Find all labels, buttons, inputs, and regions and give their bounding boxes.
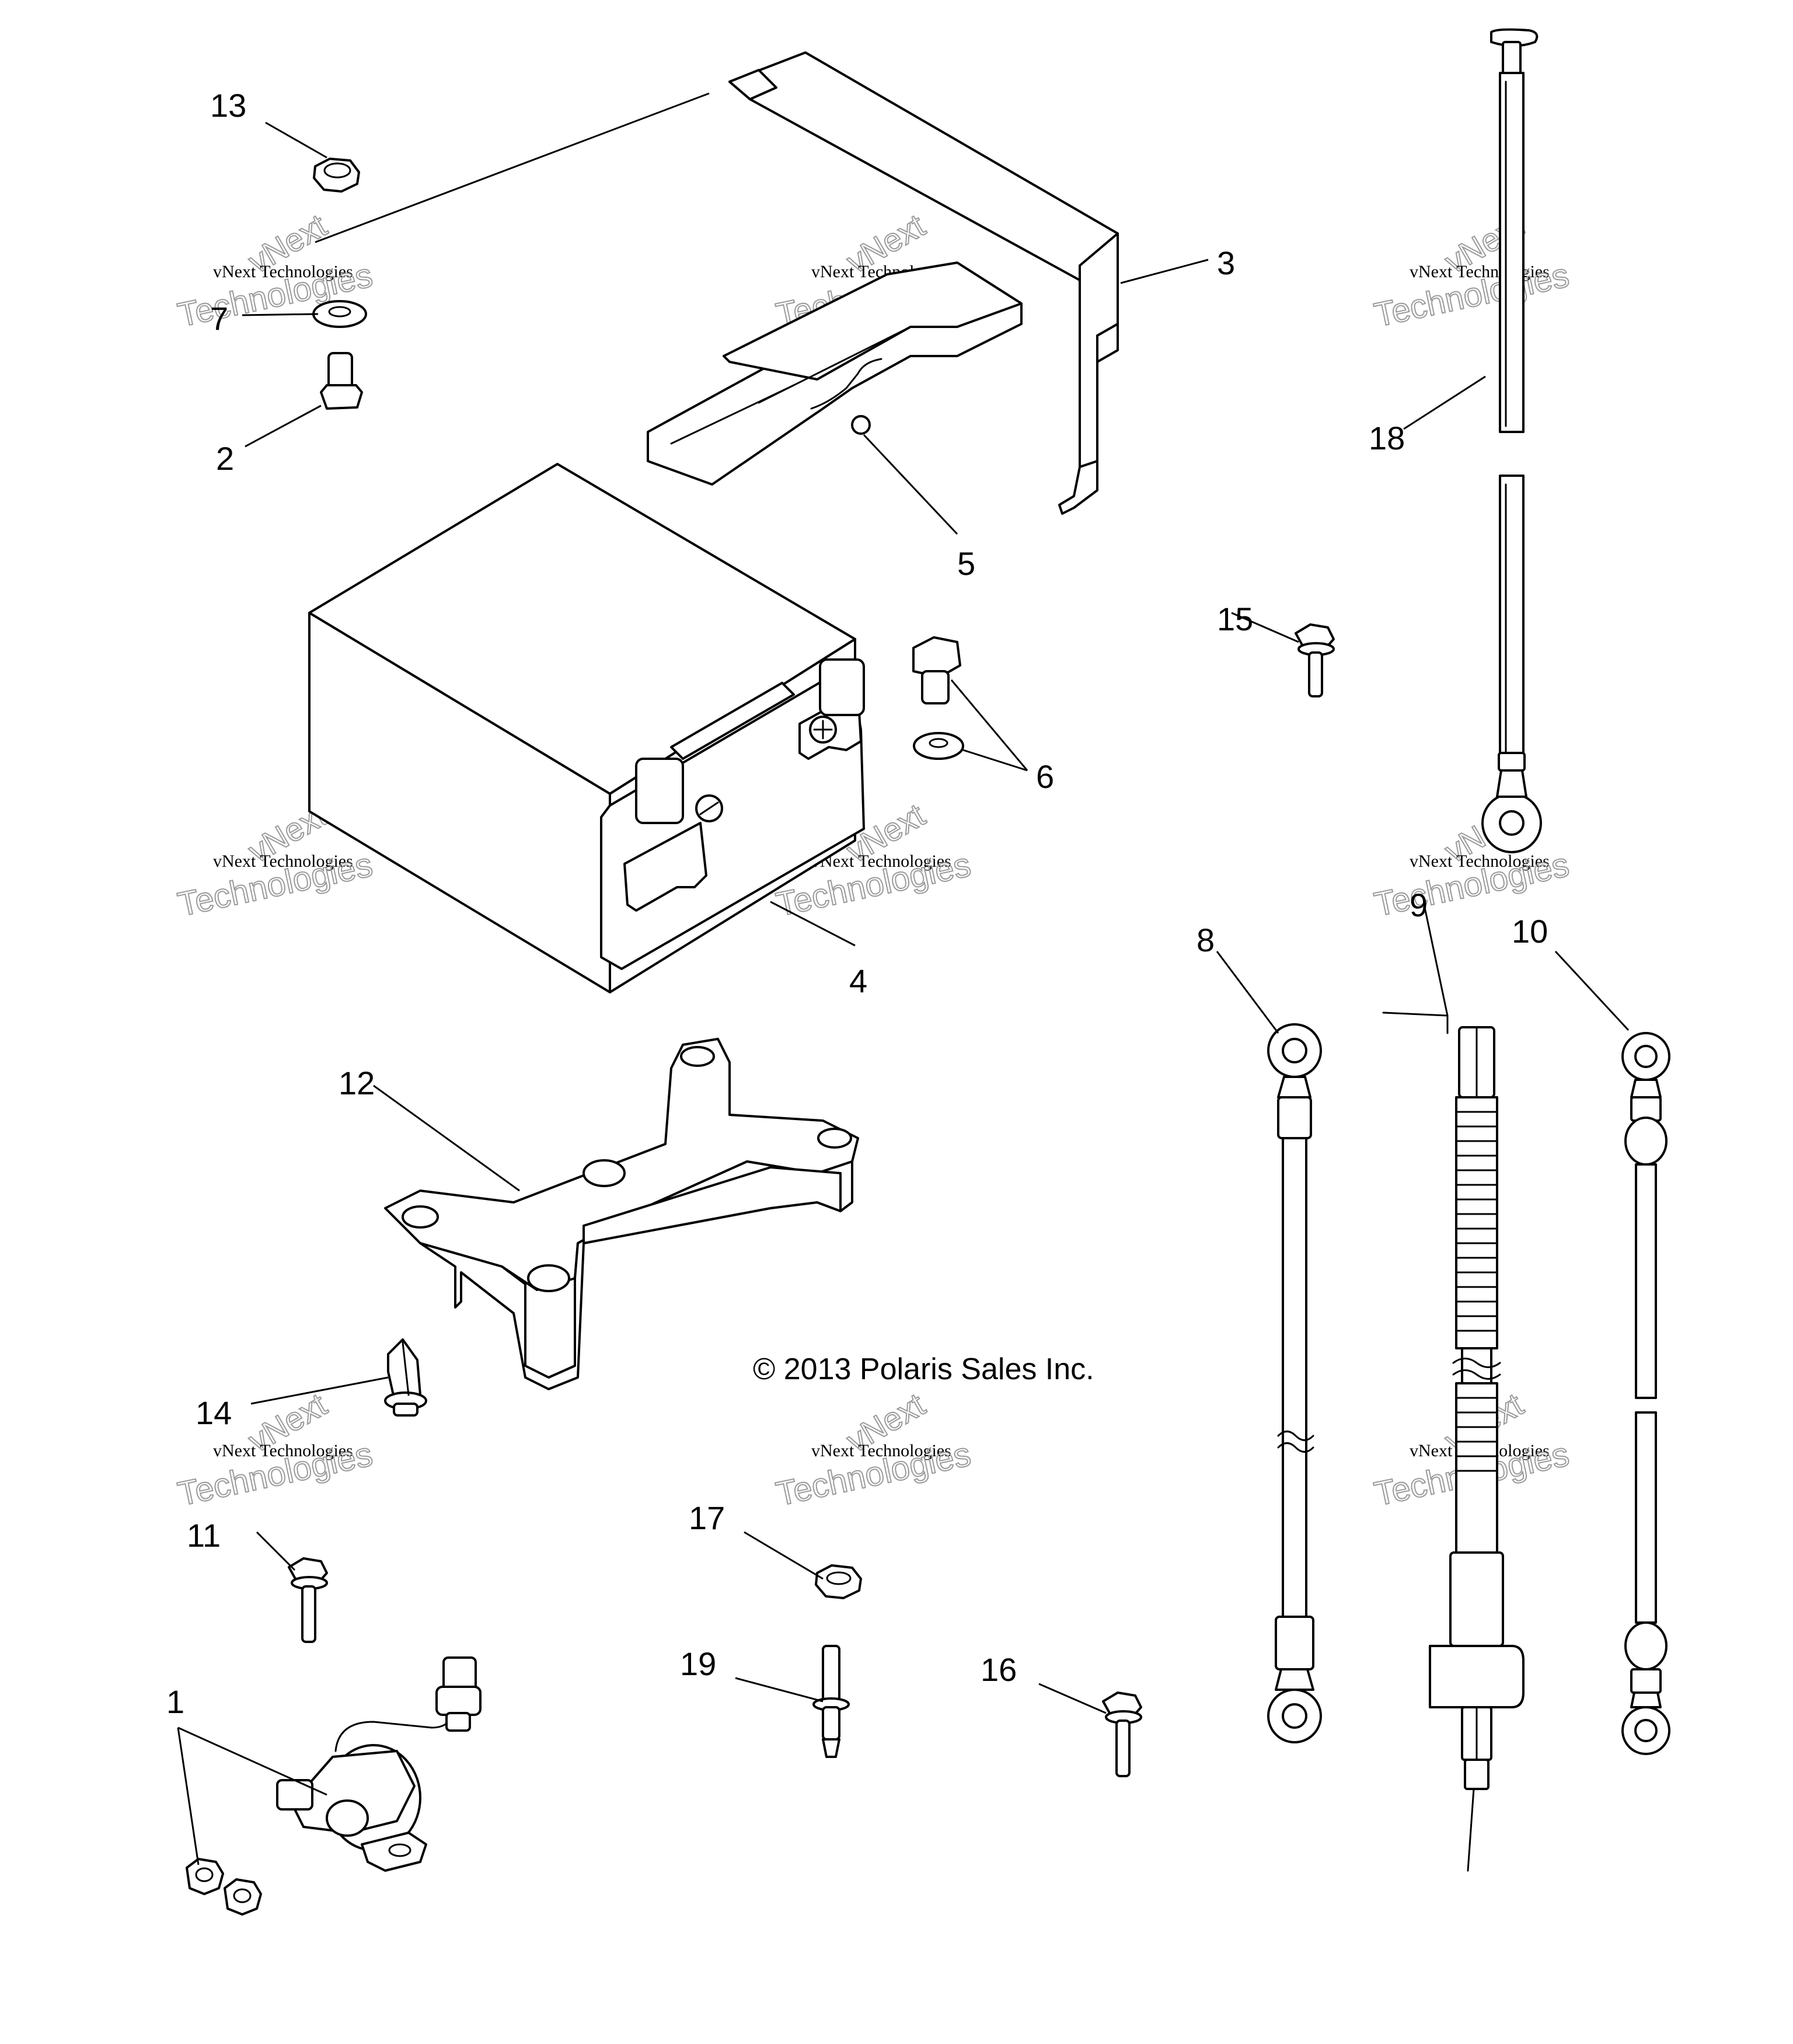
watermark-line1: vNext Technologies: [811, 1441, 951, 1460]
callout-13[interactable]: 13: [210, 87, 246, 124]
callout-6[interactable]: 6: [1036, 758, 1054, 795]
watermark-line1: vNext Technologies: [811, 852, 951, 871]
callout-9[interactable]: 9: [1410, 887, 1428, 923]
watermark: vNext vNext Technologies Technologies: [1370, 796, 1573, 925]
solenoid[interactable]: [186, 1656, 482, 1916]
watermark-line1: vNext Technologies: [1410, 852, 1550, 871]
nut-13[interactable]: [313, 158, 360, 193]
callout-4[interactable]: 4: [849, 962, 867, 999]
watermark-group: vNext vNext Technologies Technologies vN…: [174, 206, 1573, 1514]
washer-7[interactable]: [312, 300, 367, 328]
callout-10[interactable]: 10: [1512, 913, 1548, 950]
washer-6[interactable]: [913, 732, 964, 760]
bolt-16[interactable]: [1102, 1691, 1142, 1777]
callout-8[interactable]: 8: [1197, 922, 1215, 958]
cable-10[interactable]: [1621, 1032, 1670, 1755]
callout-14[interactable]: 14: [196, 1394, 232, 1431]
leader-lines: [177, 92, 1630, 1865]
cable-9[interactable]: [1382, 1011, 1525, 1872]
copyright-notice: © 2013 Polaris Sales Inc.: [753, 1352, 1094, 1386]
callout-11[interactable]: 11: [187, 1517, 221, 1554]
callout-1[interactable]: 1: [166, 1683, 184, 1720]
callout-7[interactable]: 7: [210, 300, 228, 337]
bolt-6[interactable]: [912, 636, 961, 704]
callouts: 13 3 7 2 5 15 18 6 4 12 8 9 10 14 11 17 …: [166, 87, 1548, 1720]
callout-18[interactable]: 18: [1369, 420, 1405, 456]
conduit-ribs: [1455, 1111, 1498, 1332]
bolt-2[interactable]: [320, 352, 363, 410]
push-rivet-14[interactable]: [384, 1338, 427, 1417]
callout-3[interactable]: 3: [1217, 245, 1235, 281]
watermark: vNext vNext Technologies Technologies: [1370, 206, 1573, 335]
battery-bracket[interactable]: [384, 1038, 859, 1390]
callout-17[interactable]: 17: [689, 1499, 725, 1536]
nut-17[interactable]: [815, 1564, 862, 1599]
battery[interactable]: [308, 463, 865, 993]
battery-strap[interactable]: [728, 51, 1119, 515]
cable-8[interactable]: [1267, 1023, 1322, 1743]
bolt-15[interactable]: [1295, 623, 1335, 697]
terminal-cover[interactable]: [647, 261, 1023, 486]
callout-16[interactable]: 16: [981, 1651, 1017, 1688]
watermark: vNext vNext Technologies Technologies: [772, 1385, 975, 1514]
callout-5[interactable]: 5: [957, 545, 975, 582]
callout-2[interactable]: 2: [216, 440, 234, 477]
callout-19[interactable]: 19: [680, 1645, 716, 1682]
watermark-line1: vNext Technologies: [213, 262, 353, 281]
bolt-11[interactable]: [288, 1557, 328, 1643]
watermark-line1: vNext Technologies: [213, 1441, 353, 1460]
watermark-line1: vNext Technologies: [213, 852, 353, 871]
watermark-line1: vNext Technologies: [1410, 262, 1550, 281]
callout-12[interactable]: 12: [339, 1065, 375, 1101]
cable-18[interactable]: [1481, 28, 1542, 853]
callout-15[interactable]: 15: [1217, 601, 1253, 637]
stud-19[interactable]: [812, 1645, 850, 1758]
